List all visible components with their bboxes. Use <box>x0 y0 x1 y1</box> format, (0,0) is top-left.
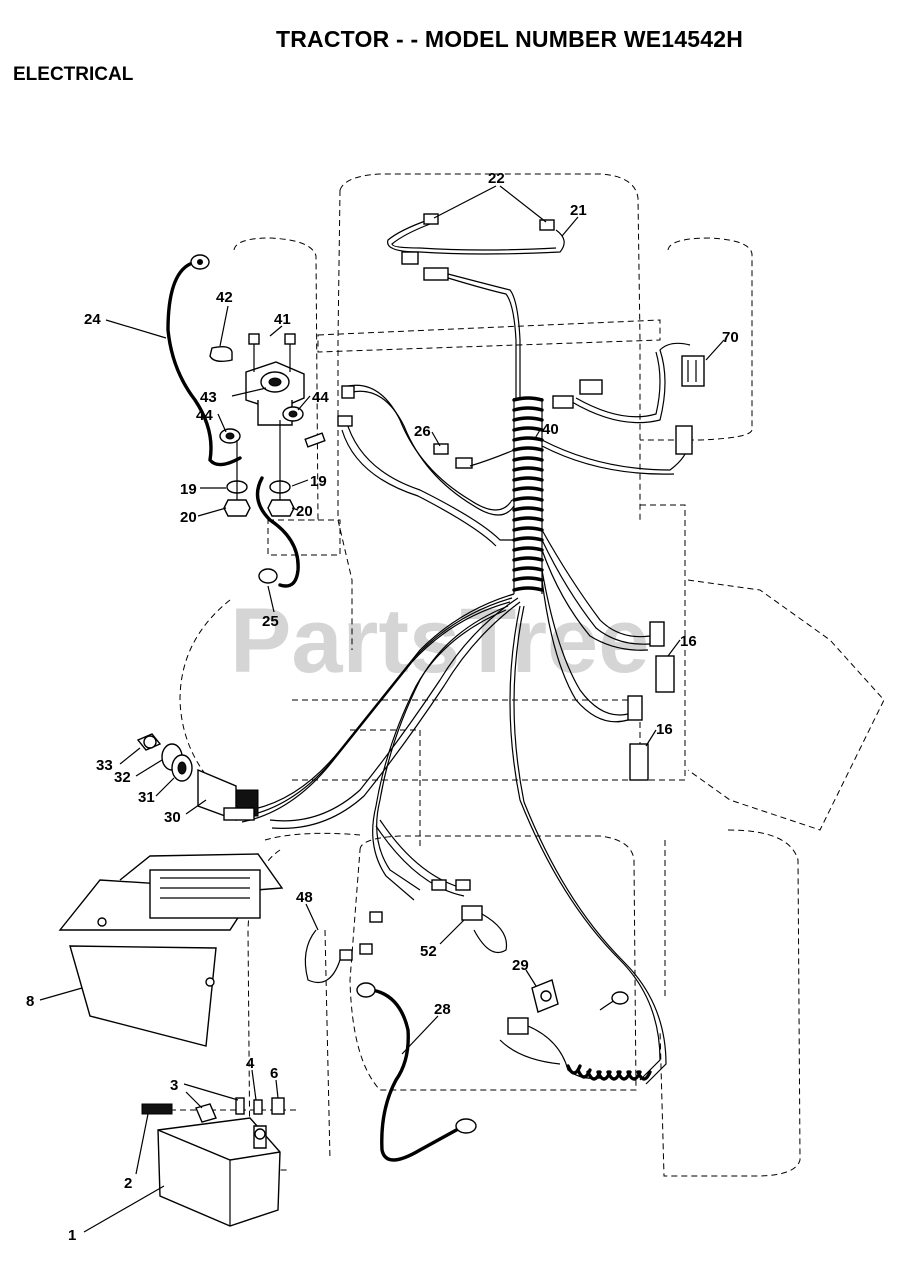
callout-44-left: 44 <box>196 407 213 424</box>
callout-31: 31 <box>138 789 155 806</box>
harness-21-22 <box>387 213 565 400</box>
solenoid-assembly <box>209 333 326 517</box>
battery-1 <box>141 1097 285 1227</box>
callout-labels: 22 21 24 42 41 43 44 44 19 19 20 20 25 2… <box>26 170 739 1244</box>
callout-3: 3 <box>170 1077 178 1094</box>
section-title: ELECTRICAL <box>13 64 134 85</box>
cable-25 <box>255 476 300 588</box>
callout-40: 40 <box>542 421 559 438</box>
callout-16-bottom: 16 <box>656 721 673 738</box>
tractor-outline <box>160 173 885 1177</box>
battery-box-8 <box>58 853 284 1047</box>
cable-24 <box>166 254 242 467</box>
callout-52: 52 <box>420 943 437 960</box>
harness-16 <box>541 529 675 781</box>
callout-19-left: 19 <box>180 481 197 498</box>
harness-26 <box>337 384 515 547</box>
leader-lines <box>39 185 725 1233</box>
watermark: PartsTree <box>230 590 649 692</box>
ignition-switch <box>136 733 259 822</box>
callout-28: 28 <box>434 1001 451 1018</box>
main-harness <box>241 593 667 1085</box>
callout-42: 42 <box>216 289 233 306</box>
coiled-harness-40 <box>512 396 544 594</box>
callout-24: 24 <box>84 311 101 328</box>
seat-switch-29 <box>499 979 652 1081</box>
page-title: TRACTOR - - MODEL NUMBER WE14542H <box>276 26 744 52</box>
callout-19-right: 19 <box>310 473 327 490</box>
callout-8: 8 <box>26 993 34 1010</box>
callout-70: 70 <box>722 329 739 346</box>
callout-16-top: 16 <box>680 633 697 650</box>
cable-28 <box>356 982 477 1162</box>
callout-48: 48 <box>296 889 313 906</box>
callout-6: 6 <box>270 1065 278 1082</box>
callout-44-right: 44 <box>312 389 329 406</box>
callout-43: 43 <box>200 389 217 406</box>
callout-32: 32 <box>114 769 131 786</box>
callout-20-right: 20 <box>296 503 313 520</box>
callout-21: 21 <box>570 202 587 219</box>
callout-29: 29 <box>512 957 529 974</box>
fuse-48-52 <box>304 905 508 984</box>
callout-1: 1 <box>68 1227 76 1244</box>
callout-2: 2 <box>124 1175 132 1192</box>
callout-20-left: 20 <box>180 509 197 526</box>
callout-26: 26 <box>414 423 431 440</box>
callout-4: 4 <box>246 1055 255 1072</box>
callout-41: 41 <box>274 311 291 328</box>
callout-25: 25 <box>262 613 279 630</box>
harness-70 <box>541 342 705 475</box>
callout-30: 30 <box>164 809 181 826</box>
callout-22: 22 <box>488 170 505 187</box>
callout-33: 33 <box>96 757 113 774</box>
